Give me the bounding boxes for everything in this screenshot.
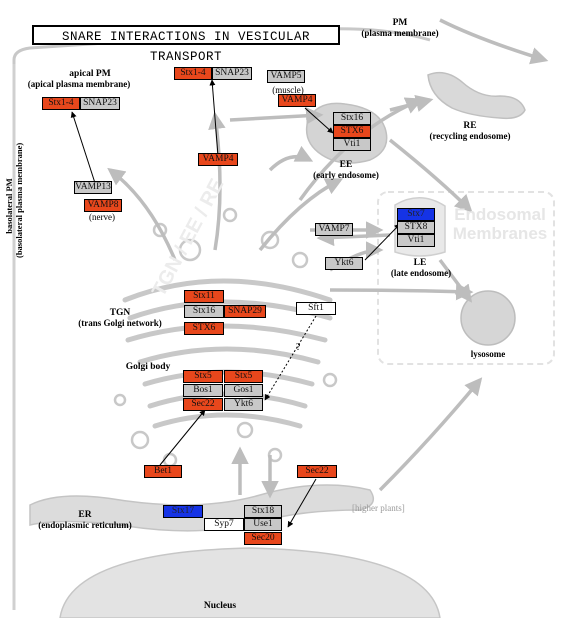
gene-stx11[interactable]: Stx11 <box>184 290 224 303</box>
nerve-note: (nerve) <box>89 212 115 222</box>
gene-vti1-le[interactable]: Vti1 <box>397 234 435 247</box>
gene-ykt6-golgi[interactable]: Ykt6 <box>224 398 263 411</box>
gene-stx7[interactable]: Stx7 <box>397 208 435 221</box>
re-sublabel: (recycling endosome) <box>429 131 511 141</box>
gene-sec22-a[interactable]: Sec22 <box>183 398 223 411</box>
gene-syp7[interactable]: Syp7 <box>204 518 244 531</box>
tgn-sublabel: (trans Golgi network) <box>78 318 162 328</box>
endosomal-label: Endosomal <box>454 205 546 224</box>
gene-snap23-pm[interactable]: SNAP23 <box>212 67 252 80</box>
gene-bet1[interactable]: Bet1 <box>144 465 182 478</box>
gene-stx16-ee[interactable]: Stx16 <box>333 112 371 125</box>
gene-stx1-4-pm[interactable]: Stx1-4 <box>174 67 212 80</box>
gene-stx8[interactable]: STX8 <box>397 221 435 234</box>
nucleus-shape <box>59 547 441 618</box>
basolateral-pm-label: basolateral PM (basolateral plasma membr… <box>4 143 24 258</box>
gene-vamp4-ee[interactable]: VAMP4 <box>278 94 316 107</box>
gene-stx5-a[interactable]: Stx5 <box>183 370 223 383</box>
gene-vamp13[interactable]: VAMP13 <box>74 181 112 194</box>
gene-stx5-b[interactable]: Stx5 <box>224 370 263 383</box>
pm-sublabel: (plasma membrane) <box>361 28 439 38</box>
er-sublabel: (endoplasmic reticulum) <box>38 520 132 530</box>
gene-stx17[interactable]: Stx17 <box>163 505 203 518</box>
gene-vamp7[interactable]: VAMP7 <box>315 223 353 236</box>
basolateral-pm-name: basolateral PM <box>4 178 14 234</box>
gene-use1[interactable]: Use1 <box>244 518 282 531</box>
diagram-title: SNARE INTERACTIONS IN VESICULAR TRANSPOR… <box>32 25 340 64</box>
gene-gos1[interactable]: Gos1 <box>224 384 263 397</box>
gene-bos1[interactable]: Bos1 <box>183 384 223 397</box>
muscle-note: (muscle) <box>272 85 304 95</box>
recycling-endosome-shape <box>427 71 526 120</box>
tgn-label: TGN <box>109 308 131 318</box>
gene-stx1-4-apical[interactable]: Stx1-4 <box>42 97 80 110</box>
apical-pm-sublabel: (apical plasma membrane) <box>27 79 131 89</box>
apical-pm-label: apical PM <box>69 69 111 79</box>
er-label: ER <box>78 510 92 520</box>
lysosome-label: lysosome <box>470 349 506 359</box>
gene-snap29[interactable]: SNAP29 <box>224 305 266 318</box>
gene-snap23-apical[interactable]: SNAP23 <box>80 97 120 110</box>
gene-stx6-tgn[interactable]: STX6 <box>184 322 224 335</box>
membranes-label: Membranes <box>452 224 548 243</box>
gene-vamp5[interactable]: VAMP5 <box>267 70 305 83</box>
gene-sft1[interactable]: Sft1 <box>296 302 336 315</box>
le-sublabel: (late endosome) <box>390 268 452 278</box>
gene-stx18[interactable]: Stx18 <box>244 505 282 518</box>
basolateral-pm-sublabel: (basolateral plasma membrane) <box>14 142 24 258</box>
uncertain-mark: ? <box>296 342 301 353</box>
higher-plants-label: [higher plants] <box>352 503 405 513</box>
gene-sec20[interactable]: Sec20 <box>244 532 282 545</box>
gene-vamp8[interactable]: VAMP8 <box>84 199 122 212</box>
le-label: LE <box>413 258 427 268</box>
gene-stx16-tgn[interactable]: Stx16 <box>184 305 224 318</box>
ee-label: EE <box>339 160 353 170</box>
gene-sec22-b[interactable]: Sec22 <box>297 465 337 478</box>
lysosome-shape <box>460 290 516 346</box>
nucleus-label: Nucleus <box>203 601 237 611</box>
gene-vti1-ee[interactable]: Vti1 <box>333 138 371 151</box>
gene-vamp4[interactable]: VAMP4 <box>198 153 238 166</box>
pm-label: PM <box>392 18 408 28</box>
ee-sublabel: (early endosome) <box>313 170 379 180</box>
gene-ykt6-le[interactable]: Ykt6 <box>325 257 363 270</box>
re-label: RE <box>463 121 477 131</box>
transport-arrows <box>107 18 549 499</box>
gene-stx6-ee[interactable]: STX6 <box>333 125 371 138</box>
golgi-label: Golgi body <box>125 362 171 372</box>
interaction-arrows <box>70 79 401 528</box>
